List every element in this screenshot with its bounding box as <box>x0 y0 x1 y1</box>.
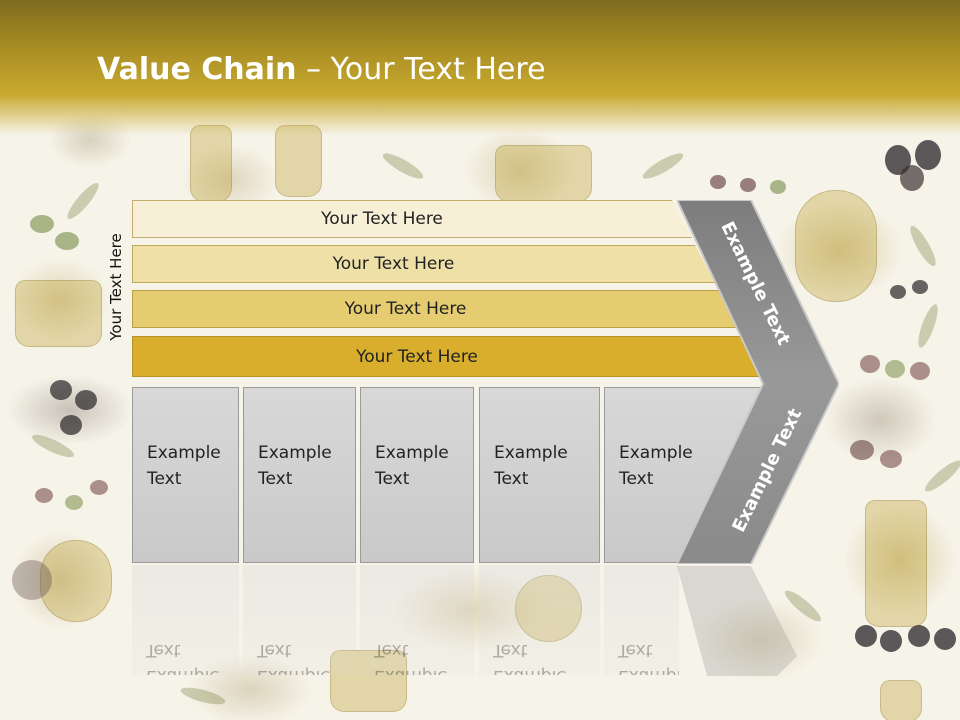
support-bar-2: Your Text Here <box>132 245 715 283</box>
card-reflection: Example Text <box>132 565 239 675</box>
reflection-text: Example Text <box>132 565 239 675</box>
chevron-reflection-shape <box>677 566 797 676</box>
olive-image <box>885 360 905 378</box>
oil-bottle-image <box>40 540 112 622</box>
card-reflection: Example Text <box>360 565 474 675</box>
support-bar-3: Your Text Here <box>132 290 739 328</box>
olive-image <box>770 180 786 194</box>
title-band <box>0 0 960 135</box>
support-bar-label: Your Text Here <box>356 346 478 367</box>
title-bold: Value Chain <box>97 52 297 87</box>
olive-image <box>60 415 82 435</box>
primary-card-3: Example Text <box>360 387 474 563</box>
support-bar-label: Your Text Here <box>344 299 467 319</box>
primary-card-4: Example Text <box>479 387 600 563</box>
margin-chevron <box>677 200 839 564</box>
oil-bottle-image <box>330 650 407 712</box>
reflection-text: Example Text <box>604 565 679 675</box>
olive-image <box>740 178 756 192</box>
card-reflection: Example Text <box>243 565 356 675</box>
olive-image <box>860 355 880 373</box>
chevron-reflection <box>677 566 797 676</box>
oil-bottle-image <box>880 680 922 720</box>
olive-image <box>12 560 52 600</box>
oil-bottle-image <box>190 125 232 202</box>
olive-image <box>75 390 97 410</box>
support-bar-label: Your Text Here <box>321 209 443 229</box>
olive-image <box>50 380 72 400</box>
olive-image <box>855 625 877 647</box>
oil-bottle-image <box>795 190 877 302</box>
olive-image <box>55 232 79 250</box>
title-rest: – Your Text Here <box>296 52 546 87</box>
olive-leaf-image <box>906 223 940 269</box>
side-label: Your Text Here <box>107 233 125 341</box>
olive-image <box>880 450 902 468</box>
olive-image <box>30 215 54 233</box>
card-reflection: Example Text <box>604 565 679 675</box>
olive-image <box>900 165 924 191</box>
olive-image <box>90 480 108 495</box>
olive-image <box>912 280 928 294</box>
olive-image <box>35 488 53 503</box>
support-bar-label: Your Text Here <box>332 254 455 274</box>
olive-leaf-image <box>179 684 227 708</box>
primary-card-2: Example Text <box>243 387 356 563</box>
olive-image <box>910 362 930 380</box>
card-reflection: Example Text <box>479 565 600 675</box>
olive-image <box>890 285 906 299</box>
olive-image <box>850 440 874 460</box>
olive-leaf-image <box>640 149 686 183</box>
primary-card-1: Example Text <box>132 387 239 563</box>
olive-image <box>710 175 726 189</box>
support-bar-1: Your Text Here <box>132 200 692 238</box>
oil-bottle-image <box>865 500 927 627</box>
oil-bottle-image <box>515 575 582 642</box>
olive-leaf-image <box>921 456 960 496</box>
olive-leaf-image <box>63 179 103 223</box>
oil-bottle-image <box>275 125 322 197</box>
slide-title: Value Chain – Your Text Here <box>97 52 546 87</box>
support-bar-4: Your Text Here <box>132 336 762 377</box>
olive-image <box>65 495 83 510</box>
olive-image <box>915 140 941 170</box>
reflection-text: Example Text <box>243 565 356 675</box>
reflection-text: Example Text <box>479 565 600 675</box>
reflection-text: Example Text <box>360 565 474 675</box>
olive-image <box>880 630 902 652</box>
olive-leaf-image <box>380 149 426 183</box>
olive-leaf-image <box>914 302 942 350</box>
olive-image <box>908 625 930 647</box>
oil-bottle-image <box>15 280 102 347</box>
olive-leaf-image <box>29 430 77 462</box>
olive-image <box>934 628 956 650</box>
chevron-shape <box>677 200 839 564</box>
oil-bottle-image <box>495 145 592 202</box>
